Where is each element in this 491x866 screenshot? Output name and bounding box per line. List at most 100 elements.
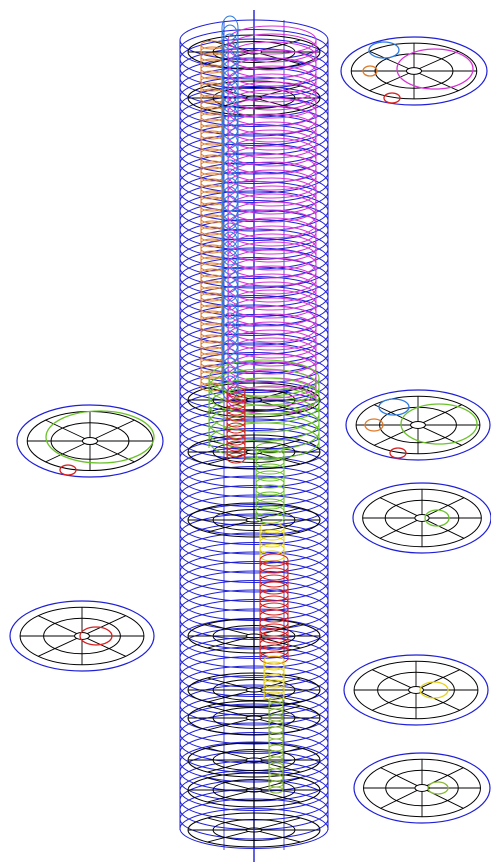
red-tube-section xyxy=(60,465,76,475)
disc-spoke xyxy=(207,453,248,464)
disc-spoke xyxy=(207,778,248,789)
disc-spoke xyxy=(427,498,464,516)
disc-ring-inner xyxy=(411,422,426,429)
section-upper-right xyxy=(346,390,490,460)
section-outline xyxy=(353,483,491,553)
tube-ring xyxy=(269,745,283,751)
disc-spoke xyxy=(207,791,248,802)
section-grid xyxy=(351,43,477,99)
orange-tube-section xyxy=(363,66,377,76)
disc-spoke xyxy=(260,818,301,829)
olive-tube xyxy=(269,697,283,793)
section-outline xyxy=(341,37,487,105)
disc-spoke xyxy=(207,521,248,532)
green-tube-upper xyxy=(209,360,319,459)
blue-tube-section xyxy=(379,399,409,415)
section-grid xyxy=(356,396,480,453)
disc-spoke xyxy=(207,624,248,635)
disc-spoke xyxy=(207,831,248,842)
disc-spoke xyxy=(46,444,85,462)
section-outline xyxy=(17,405,163,477)
section-lower-left xyxy=(10,601,154,671)
disc-spoke xyxy=(381,768,417,786)
disc-spoke xyxy=(370,73,409,90)
disc-spoke xyxy=(207,691,248,702)
disc-spoke xyxy=(207,706,248,717)
red-tube-section xyxy=(390,448,406,458)
disc-spoke xyxy=(207,508,248,519)
disc-spoke xyxy=(381,790,417,808)
disc-spoke xyxy=(260,831,301,842)
disc-spoke xyxy=(38,616,77,634)
disc-spoke xyxy=(95,420,134,438)
section-outline xyxy=(10,601,154,671)
disc-spoke xyxy=(374,427,413,445)
disc-ring-inner xyxy=(406,68,421,75)
main-cylinder xyxy=(180,10,328,862)
internal-section-disc xyxy=(188,813,320,847)
disc-spoke xyxy=(207,678,248,689)
blue-tube xyxy=(222,16,238,400)
disc-spoke xyxy=(421,670,460,688)
disc-spoke xyxy=(372,692,411,710)
green-tube-section xyxy=(425,510,449,526)
blue-tube-section xyxy=(369,42,399,58)
disc-spoke xyxy=(423,405,462,423)
section-upper-left xyxy=(17,405,163,477)
tube-ring xyxy=(227,429,245,439)
section-top xyxy=(341,37,487,105)
disc-spoke xyxy=(260,706,301,717)
disc-spoke xyxy=(260,778,301,789)
disc-spoke xyxy=(207,719,248,730)
disc-ring-inner xyxy=(75,633,90,640)
magenta-tube-section xyxy=(397,49,473,89)
section-outline xyxy=(346,390,490,460)
disc-spoke xyxy=(374,405,413,423)
red-tube-section xyxy=(80,627,112,645)
section-grid xyxy=(20,607,144,664)
disc-spoke xyxy=(207,818,248,829)
yellow-tube-section xyxy=(420,682,448,698)
disc-spoke xyxy=(419,51,458,68)
disc-spoke xyxy=(260,748,301,759)
green-tube-lower xyxy=(256,443,284,523)
green-tube-section xyxy=(401,404,477,444)
green-tube-section xyxy=(46,411,154,463)
section-grid xyxy=(363,489,482,546)
disc-spoke xyxy=(380,520,417,538)
disc-spoke xyxy=(87,638,126,656)
internal-section-disc xyxy=(188,701,320,735)
disc-ring-inner xyxy=(82,437,97,444)
disc-spoke xyxy=(260,440,301,451)
disc-ring-inner xyxy=(415,785,429,792)
yellow-tube-lower xyxy=(264,656,284,700)
disc-spoke xyxy=(207,761,248,772)
internal-section-disc xyxy=(188,35,320,69)
magenta-tube xyxy=(228,26,316,414)
disc-spoke xyxy=(419,73,458,90)
red-tube-upper xyxy=(227,387,245,463)
disc-spoke xyxy=(38,638,77,656)
disc-spoke xyxy=(207,637,248,648)
section-views xyxy=(10,37,491,823)
disc-ring-inner xyxy=(415,515,429,522)
disc-spoke xyxy=(207,748,248,759)
yellow-tube-upper xyxy=(260,523,284,561)
disc-spoke xyxy=(87,616,126,634)
internal-section-disc xyxy=(188,503,320,537)
section-bottom-right xyxy=(354,753,490,823)
disc-spoke xyxy=(421,692,460,710)
disc-spoke xyxy=(260,624,301,635)
disc-spoke xyxy=(260,86,301,97)
disc-spoke xyxy=(260,719,301,730)
disc-spoke xyxy=(260,791,301,802)
olive-tube-section xyxy=(428,782,448,794)
section-outline xyxy=(344,655,488,725)
red-tube-section xyxy=(384,93,400,103)
disc-spoke xyxy=(260,401,301,412)
section-mid-right xyxy=(353,483,491,553)
disc-spoke xyxy=(260,508,301,519)
section-grid xyxy=(364,759,481,816)
disc-spoke xyxy=(46,420,85,438)
disc-spoke xyxy=(260,53,301,64)
